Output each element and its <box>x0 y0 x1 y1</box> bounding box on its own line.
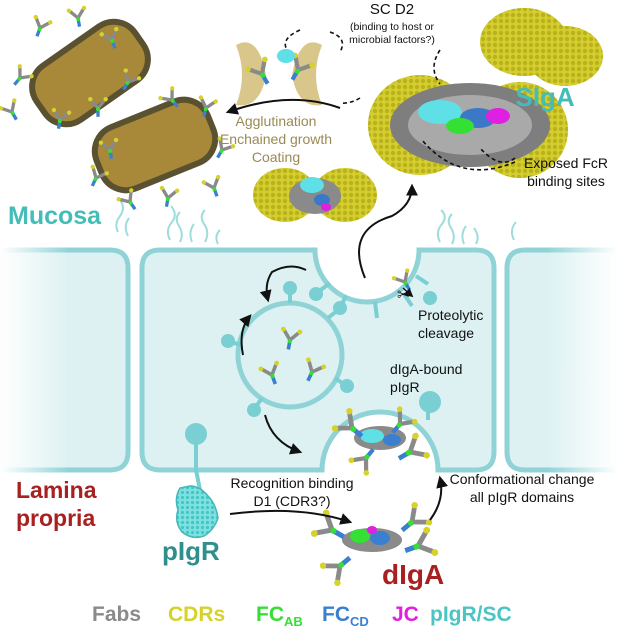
label-siga: SIgA <box>515 82 574 112</box>
antibody-glyph <box>400 501 433 533</box>
diga-pigr-complex <box>331 406 430 476</box>
label-conformational-2: all pIgR domains <box>470 489 574 505</box>
color-legend: Fabs CDRs FCAB FCCD JC pIgR/SC <box>92 603 512 629</box>
vesicle-antibodies <box>258 268 411 385</box>
label-pigr: pIgR <box>162 536 220 566</box>
legend-cdrs: CDRs <box>168 603 225 626</box>
antibody-glyph <box>159 185 180 207</box>
bacterium-2 <box>91 96 219 194</box>
antibody-glyph <box>33 14 53 37</box>
label-digabound-2: pIgR <box>390 379 420 395</box>
antibody-glyph <box>116 188 137 211</box>
label-lamina-1: Lamina <box>16 477 97 503</box>
label-agglutination-3: Coating <box>252 149 300 165</box>
sc-d2-inset <box>236 42 322 106</box>
antibody-glyph <box>319 555 352 587</box>
siga-structure <box>368 8 603 178</box>
labels: SC D2 (binding to host or microbial fact… <box>8 1 608 590</box>
label-recognition-1: Recognition binding <box>231 475 354 491</box>
antibody-glyph <box>216 136 236 159</box>
basolateral-pigr <box>175 391 441 539</box>
antibody-glyph <box>280 326 303 350</box>
label-agglutination-2: Enchained growth <box>220 131 332 147</box>
label-sc-d2: SC D2 <box>370 1 414 18</box>
scissors-icon: ✂ <box>397 285 410 304</box>
label-recognition-2: D1 (CDR3?) <box>253 493 330 509</box>
siga-small <box>253 168 377 222</box>
dashed-leaders <box>284 29 516 171</box>
antibody-glyph <box>258 360 280 385</box>
cilia <box>115 199 517 245</box>
label-agglutination-1: Agglutination <box>236 113 317 129</box>
label-exposed-fcr-2: binding sites <box>527 173 605 189</box>
label-conformational-1: Conformational change <box>450 471 595 487</box>
legend-fc-ab: FCAB <box>256 603 303 629</box>
label-lamina-2: propria <box>16 505 95 531</box>
antibody-glyph <box>122 68 142 91</box>
label-sc-d2-note-1: (binding to host or <box>350 21 435 33</box>
label-mucosa: Mucosa <box>8 202 102 230</box>
antibody-glyph <box>66 5 87 27</box>
bound-antibodies <box>0 5 236 211</box>
bacterium-1 <box>29 18 151 128</box>
antibody-glyph <box>201 174 221 197</box>
label-exposed-fcr-1: Exposed FcR <box>524 155 608 171</box>
antibody-glyph <box>158 86 179 108</box>
antibody-glyph <box>306 357 327 382</box>
diga-molecule <box>310 501 439 587</box>
pigr-molecule <box>175 485 219 539</box>
label-digabound-1: dIgA-bound <box>390 361 462 377</box>
antibody-glyph <box>391 406 418 434</box>
antibody-glyph <box>331 407 364 439</box>
antibody-glyph <box>90 164 109 187</box>
antibody-glyph <box>348 448 375 476</box>
pathway-arrows <box>225 98 448 525</box>
label-proteolytic-1: Proteolytic <box>418 307 483 323</box>
antibody-glyph <box>98 137 119 159</box>
antibody-glyph <box>245 56 270 85</box>
antibody-glyph <box>0 98 18 121</box>
legend-jc: JC <box>392 603 419 626</box>
label-diga: dIgA <box>382 559 444 590</box>
antibody-glyph <box>51 107 72 129</box>
legend-pigr-sc: pIgR/SC <box>430 603 512 626</box>
legend-fabs: Fabs <box>92 603 141 626</box>
bacteria <box>0 5 236 211</box>
label-sc-d2-note-2: microbial factors?) <box>349 34 435 46</box>
legend-fc-cd: FCCD <box>322 603 369 629</box>
antibody-glyph <box>88 97 108 117</box>
antibody-glyph <box>99 26 119 49</box>
apical-receptors <box>309 274 437 319</box>
antibody-glyph <box>397 432 430 461</box>
transcytosis-vesicle <box>221 281 354 417</box>
label-proteolytic-2: cleavage <box>418 325 474 341</box>
antibody-glyph <box>404 526 439 556</box>
antibody-glyph <box>198 95 218 117</box>
antibody-glyph <box>13 64 34 86</box>
